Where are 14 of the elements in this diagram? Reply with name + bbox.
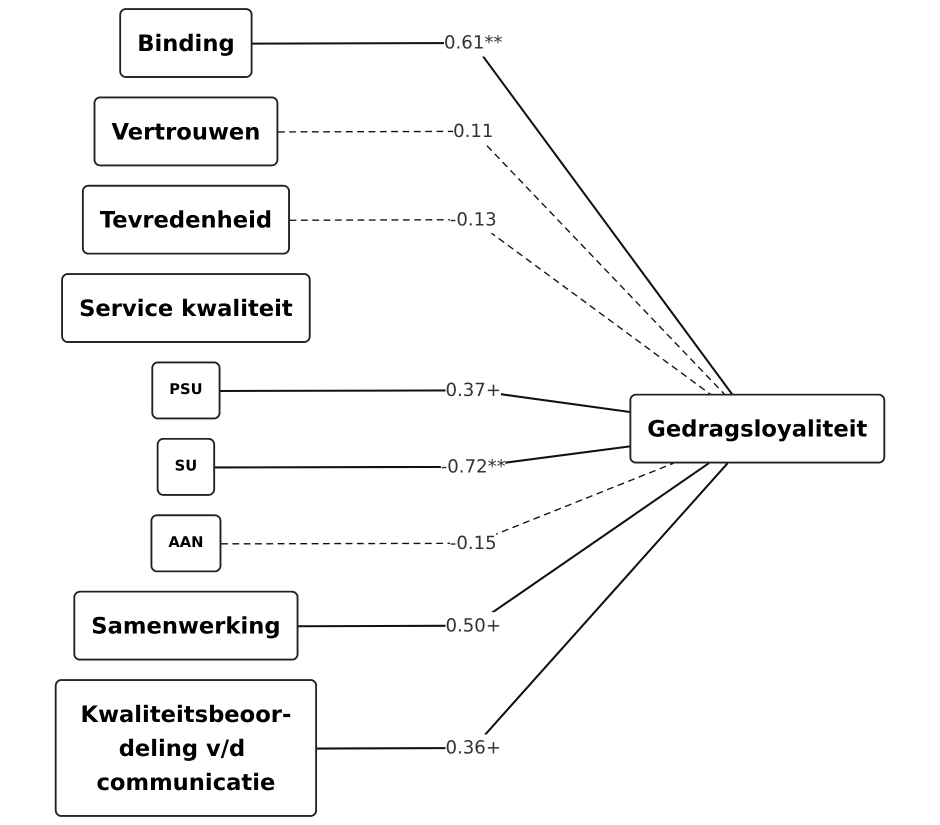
connector <box>316 462 728 750</box>
connector <box>290 219 712 396</box>
connector <box>278 130 726 396</box>
edge-label: -0.13 <box>450 208 497 230</box>
edge-label: 0.61** <box>444 32 502 54</box>
edge-label: -0.72** <box>440 456 506 478</box>
edge-label: 0.37+ <box>445 379 502 401</box>
edge-label: 0.50+ <box>445 614 502 636</box>
connector <box>221 462 674 545</box>
connector <box>298 462 710 628</box>
edge-label: 0.36+ <box>445 736 502 758</box>
edge-label: -0.15 <box>450 532 497 554</box>
edge-label: 0.11 <box>453 120 494 142</box>
connector <box>252 42 734 396</box>
